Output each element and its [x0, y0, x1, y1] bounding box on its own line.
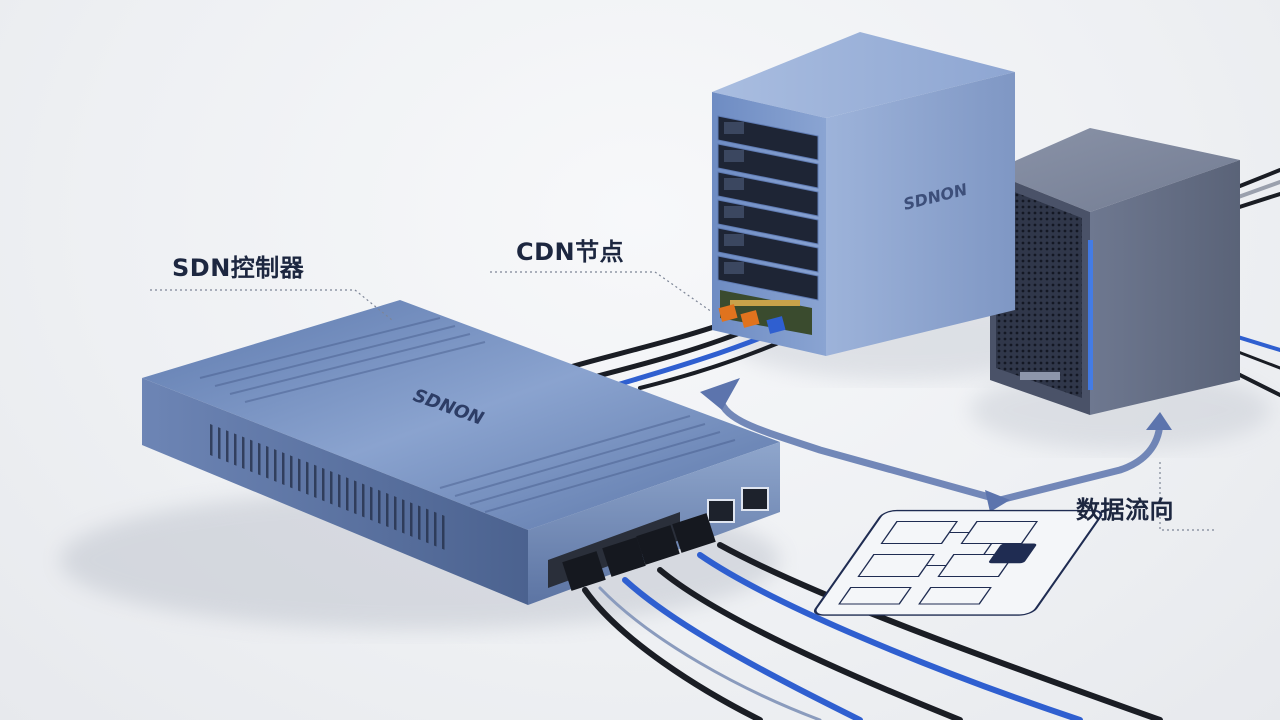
flow-arrow-icon	[700, 378, 1172, 512]
label-leader-lines	[150, 271, 1215, 531]
cdn-server-icon: SDNON	[712, 32, 1015, 356]
storage-server-icon	[990, 128, 1240, 415]
data-flow-label: 数据流向	[1076, 496, 1174, 524]
sdn-controller-device-icon: SDNON	[142, 300, 780, 605]
drive-bays	[717, 115, 819, 301]
controller-ports	[548, 487, 769, 591]
sdn-controller-label: SDN控制器	[172, 254, 305, 282]
network-topology-card-icon	[813, 509, 1103, 616]
controller-cables	[582, 542, 1163, 720]
cdn-node-label: CDN节点	[516, 238, 625, 266]
cdn-cable-plugs	[718, 304, 786, 334]
